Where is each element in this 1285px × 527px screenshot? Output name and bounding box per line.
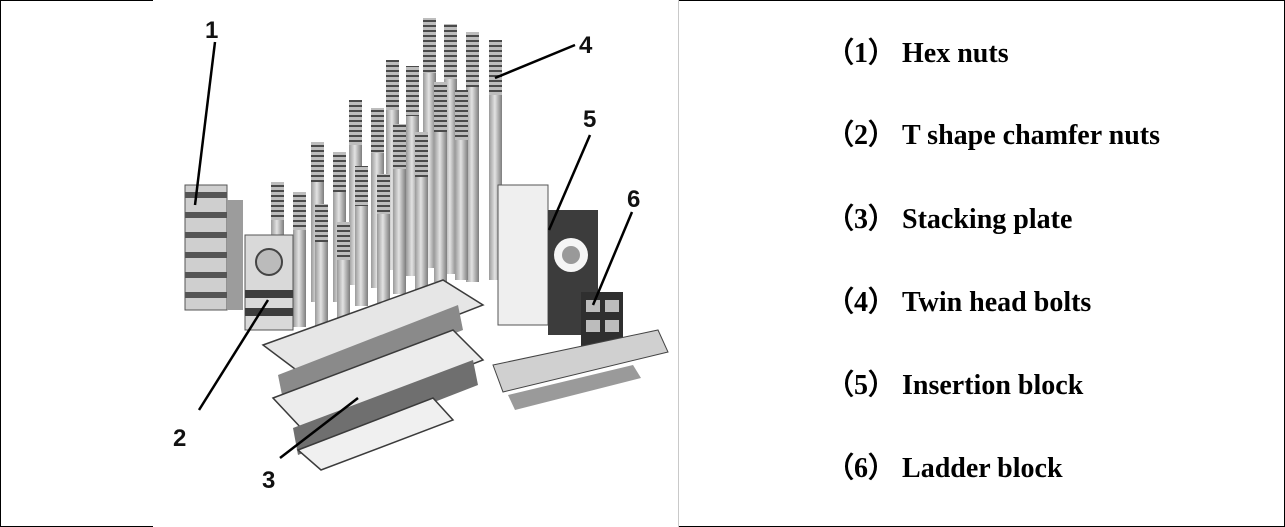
legend-label: T shape chamfer nuts: [902, 120, 1161, 151]
legend-item-ladder-block: （6）Ladder block: [826, 449, 1063, 489]
stacking-plates: [261, 279, 485, 471]
legend-item-insertion-block: （5）Insertion block: [826, 366, 1083, 406]
callout-3: 3: [262, 467, 275, 494]
callout-1: 1: [205, 17, 218, 44]
callout-6: 6: [627, 186, 640, 213]
clamping-kit-illustration: 1 2 3 4 5 6: [153, 0, 679, 527]
legend-label: Ladder block: [902, 453, 1063, 484]
legend-number: （5）: [826, 370, 897, 401]
callout-4: 4: [579, 32, 593, 59]
bolt-row-2: [386, 60, 468, 282]
legend-item-t-shape-chamfer-nuts: （2）T shape chamfer nuts: [826, 116, 1160, 156]
twin-head-bolts: [271, 18, 502, 332]
hex-nuts: [184, 184, 243, 311]
legend-label: Stacking plate: [902, 204, 1073, 235]
legend-label: Insertion block: [902, 370, 1084, 401]
leader-lines: [193, 41, 634, 459]
legend-number: （3）: [826, 204, 897, 235]
clamping-kit-drawing: 1 2 3 4 5 6: [173, 17, 669, 494]
legend-label: Twin head bolts: [902, 287, 1092, 318]
legend-number: （4）: [826, 287, 897, 318]
legend-item-twin-head-bolts: （4）Twin head bolts: [826, 283, 1091, 323]
ladder-block: [492, 292, 669, 410]
legend-item-hex-nuts: （1）Hex nuts: [826, 34, 1009, 74]
legend-number: （1）: [826, 38, 897, 69]
legend-item-stacking-plate: （3）Stacking plate: [826, 200, 1072, 240]
t-shape-chamfer-nuts: [244, 234, 294, 331]
legend-number: （6）: [826, 453, 897, 484]
parts-legend: （1）Hex nuts （2）T shape chamfer nuts （3）S…: [826, 0, 1281, 527]
callout-2: 2: [173, 425, 186, 452]
legend-label: Hex nuts: [902, 38, 1009, 69]
callout-5: 5: [583, 106, 596, 133]
legend-number: （2）: [826, 120, 897, 151]
